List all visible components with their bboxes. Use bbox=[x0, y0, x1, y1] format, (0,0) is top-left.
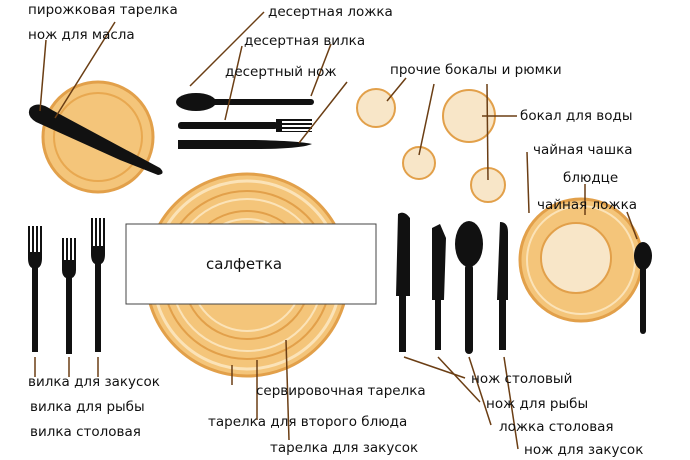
glass-2 bbox=[402, 146, 436, 180]
label-soup-spoon: ложка столовая bbox=[499, 419, 614, 435]
butter-knife-icon bbox=[28, 104, 163, 175]
label-saucer: блюдце bbox=[563, 170, 619, 186]
dinner-fork-icon bbox=[91, 218, 105, 352]
label-dinner-fork: вилка столовая bbox=[30, 424, 141, 440]
label-teaspoon: чайная ложка bbox=[537, 197, 638, 213]
label-dessert-fork: десертная вилка bbox=[244, 33, 366, 49]
dessert-knife-icon bbox=[178, 140, 312, 149]
soup-spoon-icon bbox=[455, 221, 483, 354]
label-fish-knife: нож для рыбы bbox=[486, 396, 589, 412]
dessert-spoon-icon bbox=[176, 93, 314, 111]
glass-1 bbox=[356, 88, 396, 128]
label-fish-fork: вилка для рыбы bbox=[30, 399, 145, 415]
label-appetizer-fork: вилка для закусок bbox=[28, 374, 160, 390]
label-dessert-spoon: десертная ложка bbox=[268, 4, 393, 20]
teaspoon-icon bbox=[634, 242, 652, 334]
fish-knife-icon bbox=[432, 224, 446, 350]
fish-fork-icon bbox=[62, 238, 76, 354]
teacup bbox=[540, 222, 612, 294]
label-main-plate: тарелка для второго блюда bbox=[208, 414, 408, 430]
dessert-fork-icon bbox=[178, 119, 312, 132]
appetizer-fork-icon bbox=[28, 226, 42, 352]
label-butter-knife: нож для масла bbox=[28, 27, 135, 43]
label-water-glass: бокал для воды bbox=[520, 108, 633, 124]
label-charger-plate: сервировочная тарелка bbox=[256, 383, 426, 399]
label-teacup: чайная чашка bbox=[533, 142, 633, 158]
napkin bbox=[125, 223, 377, 305]
label-appetizer-knife: нож для закусок bbox=[524, 442, 644, 458]
dinner-knife-icon bbox=[396, 212, 410, 352]
label-appetizer-plate: тарелка для закусок bbox=[270, 440, 419, 456]
leader-lines bbox=[34, 11, 638, 450]
label-napkin: салфетка bbox=[206, 255, 283, 273]
label-bread-plate: пирожковая тарелка bbox=[28, 2, 178, 18]
label-dessert-knife: десертный нож bbox=[225, 64, 337, 80]
saucer bbox=[518, 197, 644, 323]
label-dinner-knife: нож столовый bbox=[471, 371, 573, 387]
appetizer-knife-icon bbox=[497, 222, 508, 350]
label-other-glasses: прочие бокалы и рюмки bbox=[390, 62, 562, 78]
